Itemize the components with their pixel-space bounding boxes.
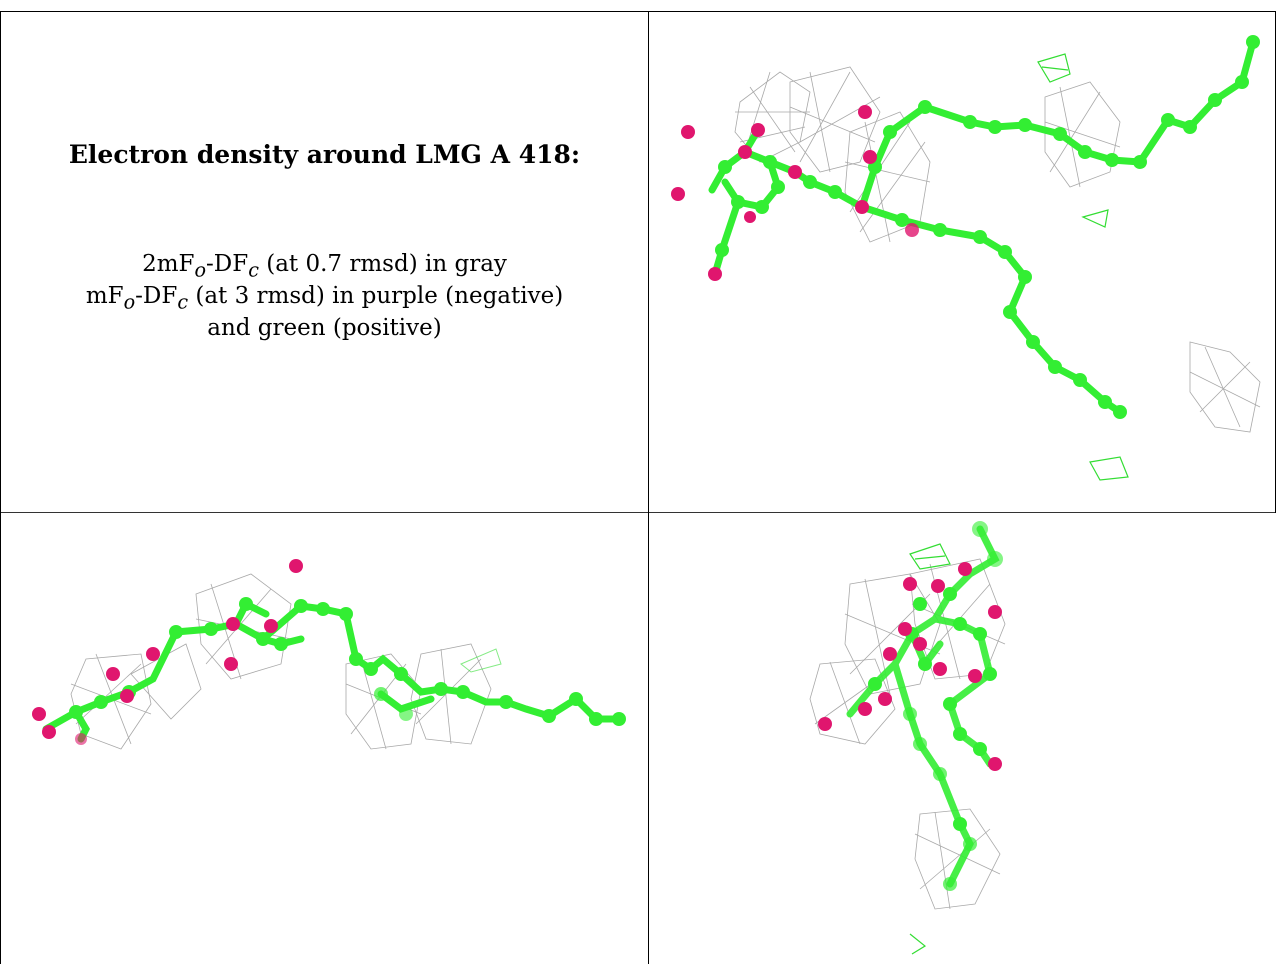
molecule-render-1 (671, 35, 1261, 481)
molecule-render-2 (32, 559, 626, 750)
legend-line-2fofc: 2mFo-DFc (at 0.7 rmsd) in gray (142, 251, 507, 282)
legend-line-colors: and green (positive) (207, 315, 442, 341)
ligand-atoms-oxygen (818, 562, 1002, 771)
left-border (0, 11, 1, 964)
molecule-view-3 (650, 514, 1276, 964)
molecule-view-2 (1, 514, 648, 964)
ligand-atoms-carbon (69, 597, 626, 726)
ligand-bonds (42, 599, 623, 743)
middle-divider (0, 512, 1276, 513)
center-divider (648, 11, 649, 964)
molecule-view-1 (650, 12, 1276, 512)
legend-line-fofc: mFo-DFc (at 3 rmsd) in purple (negative) (85, 283, 564, 314)
density-mesh-gray (809, 558, 1006, 910)
ligand-atoms-carbon (868, 521, 1003, 891)
molecule-render-3 (809, 521, 1006, 955)
ligand-bonds (846, 525, 1000, 888)
caption-panel: Electron density around LMG A 418: 2mFo-… (1, 12, 648, 512)
ligand-atoms-oxygen (671, 105, 919, 281)
density-mesh-green (460, 648, 502, 673)
density-mesh-green (1037, 53, 1129, 481)
ligand-atoms-oxygen (32, 559, 303, 745)
ligand-bonds (708, 38, 1257, 416)
ligand-atoms-carbon (715, 35, 1260, 419)
caption-title: Electron density around LMG A 418: (68, 140, 581, 169)
density-mesh-green (909, 543, 951, 955)
top-border (0, 11, 1276, 12)
density-mesh-gray (70, 573, 492, 750)
